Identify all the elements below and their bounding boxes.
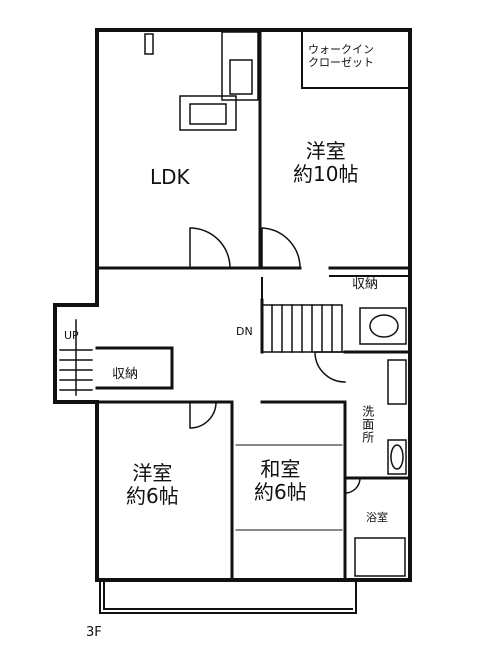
room-label-ldk: LDK — [150, 165, 190, 189]
balcony — [99, 579, 357, 614]
washroom-fixtures — [387, 359, 407, 475]
stairs-down — [261, 304, 343, 353]
room-label-japanese-6: 和室 約6帖 — [254, 457, 307, 504]
stairs-up-label: UP — [64, 329, 79, 342]
doors — [189, 227, 361, 494]
stairs-down-label: DN — [236, 325, 253, 338]
room-label-washroom: 洗面所 — [360, 405, 375, 444]
room-label-western-10: 洋室 約10帖 — [293, 139, 359, 186]
room-label-bathroom: 浴室 — [366, 511, 388, 524]
tatami-lines — [235, 444, 343, 531]
toilet — [359, 307, 407, 345]
stairs-up — [59, 319, 93, 396]
room-label-storage-left: 収納 — [112, 367, 139, 382]
kitchen-counter — [144, 31, 259, 131]
room-label-walk-in-closet: ウォークイン クローゼット — [308, 43, 374, 69]
bathtub — [354, 537, 406, 577]
room-label-western-6: 洋室 約6帖 — [126, 461, 179, 508]
closet-partition — [261, 29, 411, 301]
room-label-storage-right: 収納 — [352, 277, 379, 292]
floor-label: 3F — [86, 625, 102, 640]
